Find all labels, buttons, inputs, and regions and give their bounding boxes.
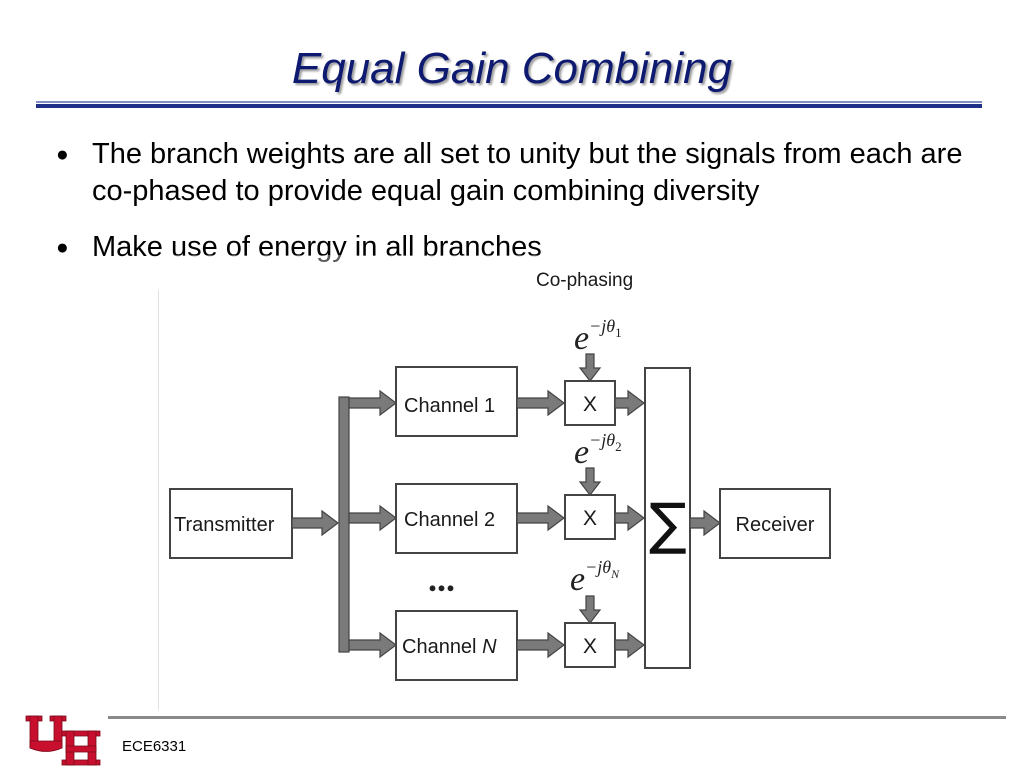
receiver-label: Receiver [736, 514, 815, 536]
bullet-item: Make use of energy in all branches [54, 229, 984, 266]
footer-course-label: ECE6331 [122, 738, 187, 755]
slide-title: Equal Gain Combining [291, 44, 733, 93]
phase-term-2: e−jθ2 [574, 430, 622, 471]
transmitter-box [169, 488, 293, 559]
mult-arrow-n [614, 631, 645, 659]
channel-ellipsis: ... [428, 559, 455, 599]
footer-rule [108, 716, 1006, 719]
channel-label-2: Channel 2 [404, 509, 495, 531]
multiplier-symbol-1: X [583, 393, 597, 416]
multiplier-symbol-n: X [583, 635, 597, 658]
egc-block-diagram: Co-phasing Transmitter Channel 1 Channel… [158, 255, 850, 710]
summation-symbol: ∑ [649, 492, 687, 557]
multiplier-symbol-2: X [583, 507, 597, 530]
channel-box-1 [395, 366, 518, 437]
phase-term-n: e−jθN [570, 557, 620, 598]
distribution-bus [338, 396, 350, 653]
cophasing-label: Co-phasing [536, 270, 633, 291]
channel-label-n: Channel N [402, 636, 497, 658]
title-rule-light [36, 101, 982, 103]
channel-label-1: Channel 1 [404, 395, 495, 417]
receiver-box [719, 488, 831, 559]
mult-arrow-1 [614, 389, 645, 417]
channel-arrow-2 [516, 504, 565, 532]
bullet-item: The branch weights are all set to unity … [54, 136, 984, 210]
transmitter-arrow [291, 509, 339, 537]
bus-arrow-2 [348, 504, 397, 532]
summation-box [644, 367, 691, 669]
channel-arrow-n [516, 631, 565, 659]
bus-arrow-1 [348, 389, 397, 417]
bullet-list: The branch weights are all set to unity … [54, 136, 984, 285]
mult-arrow-2 [614, 504, 645, 532]
channel-arrow-1 [516, 389, 565, 417]
phase-arrow-2 [578, 467, 602, 496]
sum-arrow [689, 509, 721, 537]
bus-arrow-n [348, 631, 397, 659]
title-rule-dark [36, 104, 982, 108]
diagram-panel: Co-phasing Transmitter Channel 1 Channel… [158, 255, 850, 710]
transmitter-label: Transmitter [174, 514, 275, 536]
phase-term-1: e−jθ1 [574, 316, 622, 357]
phase-arrow-n [578, 595, 602, 624]
uh-logo-icon [25, 715, 101, 766]
phase-arrow-1 [578, 353, 602, 382]
